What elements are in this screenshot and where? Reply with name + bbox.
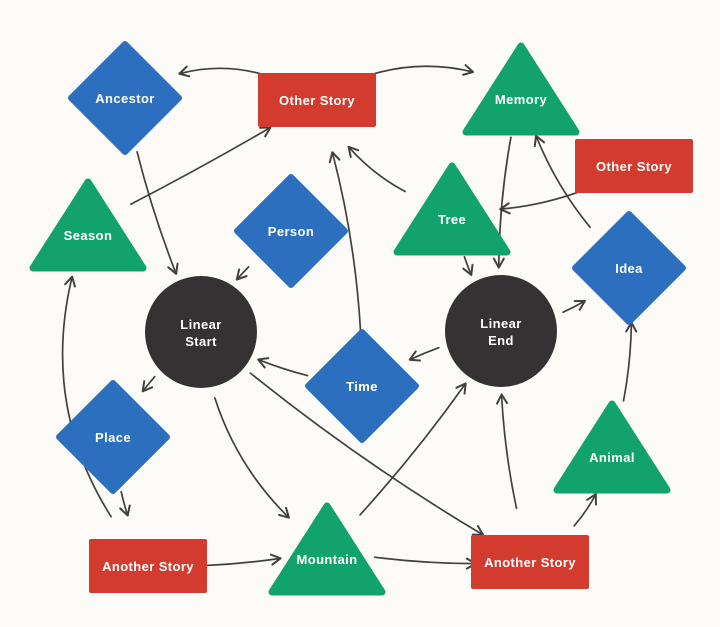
edge-linear-end-to-idea xyxy=(562,299,586,314)
node-another-story-left: Another Story xyxy=(89,539,207,593)
edge-another-story-right-to-animal xyxy=(573,493,597,527)
circle-shape xyxy=(445,275,557,387)
node-mountain: Mountain xyxy=(268,502,386,596)
diamond-shape xyxy=(234,174,348,288)
edge-linear-end-to-time xyxy=(408,346,440,362)
triangle-shape xyxy=(553,400,671,494)
edge-linear-start-to-another-story-right xyxy=(249,372,485,536)
edge-time-to-linear-start xyxy=(257,357,309,377)
edge-other-story-right-to-tree xyxy=(499,189,585,215)
edge-mountain-to-linear-end xyxy=(359,382,467,516)
edge-season-to-other-story-top xyxy=(129,126,272,206)
edge-tree-to-linear-end xyxy=(462,255,474,277)
triangle-shape xyxy=(393,162,511,256)
triangle-shape xyxy=(268,502,386,596)
diamond-shape xyxy=(572,211,686,325)
edge-idea-to-memory xyxy=(533,134,591,229)
edge-person-to-linear-start xyxy=(235,266,250,281)
edge-tree-to-other-story-top xyxy=(347,145,406,193)
edge-linear-start-to-mountain xyxy=(213,397,290,519)
node-time: Time xyxy=(305,329,419,443)
diamond-shape xyxy=(305,329,419,443)
rect-shape xyxy=(575,139,693,193)
triangle-shape xyxy=(462,42,580,136)
edge-animal-to-idea xyxy=(622,321,638,402)
circle-shape xyxy=(145,276,257,388)
node-memory: Memory xyxy=(462,42,580,136)
node-animal: Animal xyxy=(553,400,671,494)
node-another-story-right: Another Story xyxy=(471,535,589,589)
edge-ancestor-to-linear-start xyxy=(136,151,179,275)
edge-another-story-right-to-linear-end xyxy=(496,393,518,510)
edge-place-to-another-story-left xyxy=(119,490,131,517)
edge-another-story-left-to-season xyxy=(61,275,112,518)
node-place: Place xyxy=(56,380,170,494)
edge-other-story-top-to-ancestor xyxy=(178,65,264,78)
diamond-shape xyxy=(68,41,182,155)
node-tree: Tree xyxy=(393,162,511,256)
node-ancestor: Ancestor xyxy=(68,41,182,155)
edge-other-story-top-to-memory xyxy=(369,64,475,76)
edges-layer xyxy=(61,64,638,570)
edge-time-to-other-story-top xyxy=(328,151,362,332)
node-person: Person xyxy=(234,174,348,288)
edge-another-story-left-to-mountain xyxy=(202,553,282,567)
rect-shape xyxy=(471,535,589,589)
rect-shape xyxy=(258,73,376,127)
node-other-story-top: Other Story xyxy=(258,73,376,127)
edge-mountain-to-another-story-right xyxy=(373,556,477,570)
diamond-shape xyxy=(56,380,170,494)
triangle-shape xyxy=(29,178,147,272)
node-idea: Idea xyxy=(572,211,686,325)
node-season: Season xyxy=(29,178,147,272)
edge-linear-start-to-place xyxy=(141,375,156,393)
rect-shape xyxy=(89,539,207,593)
node-other-story-right: Other Story xyxy=(575,139,693,193)
